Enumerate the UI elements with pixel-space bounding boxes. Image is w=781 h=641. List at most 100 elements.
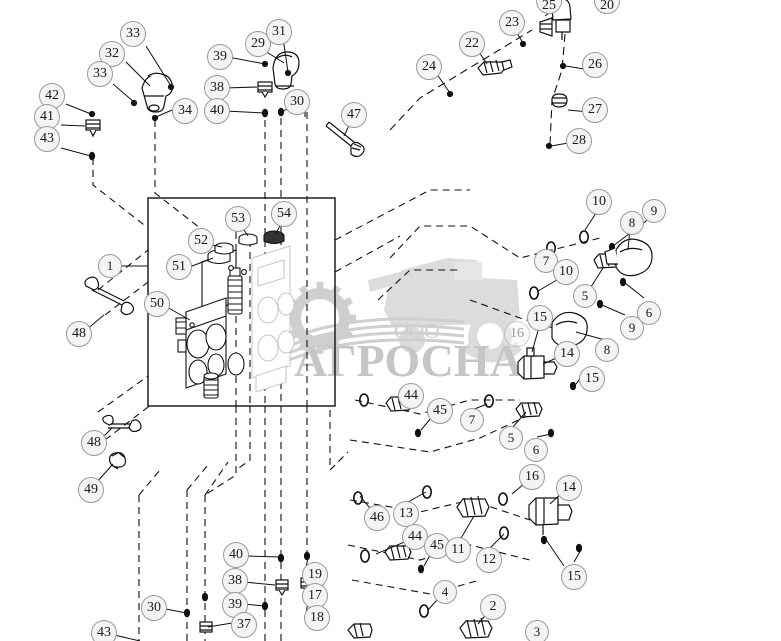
part-adapter-2 [459,617,493,639]
callout-23[interactable]: 23 [499,10,525,36]
callout-33[interactable]: 33 [87,61,113,87]
callout-10[interactable]: 10 [553,259,579,285]
callout-48[interactable]: 48 [66,321,92,347]
part-fitting-bl [347,622,373,639]
callout-17[interactable]: 17 [302,583,328,609]
callout-5[interactable]: 5 [573,284,597,308]
callout-6[interactable]: 6 [524,438,548,462]
part-adapter-5b [515,401,543,418]
oring-45b [417,564,425,574]
leader-42 [65,103,92,115]
part-fitting-27 [551,93,568,108]
oring-10b [528,286,540,300]
part-union-22 [477,59,513,76]
part-bolt-47 [324,121,365,158]
callout-2[interactable]: 2 [480,594,506,620]
callout-38[interactable]: 38 [222,568,248,594]
callout-29[interactable]: 29 [245,31,271,57]
callout-40[interactable]: 40 [204,98,230,124]
callout-18[interactable]: 18 [304,605,330,631]
marker-28 [545,142,553,150]
callout-25[interactable]: 25 [536,0,562,14]
callout-15[interactable]: 15 [527,305,553,331]
callout-53[interactable]: 53 [225,206,251,232]
callout-37[interactable]: 37 [231,612,257,638]
part-elbow-32 [141,72,173,113]
leader-32 [125,61,151,87]
part-adapter-11 [456,495,490,518]
part-elbow-8a [604,238,653,277]
leader-5b [511,411,527,429]
marker-33b [130,99,138,107]
callout-38[interactable]: 38 [204,75,230,101]
marker-26 [559,62,567,70]
callout-40[interactable]: 40 [223,542,249,568]
callout-33[interactable]: 33 [120,21,146,47]
oring-44a [358,393,370,407]
callout-30[interactable]: 30 [284,89,310,115]
callout-5[interactable]: 5 [499,426,523,450]
oring-15c-a [540,535,548,545]
leader-34 [155,109,173,118]
part-valve-14b [528,497,573,535]
callout-4[interactable]: 4 [433,580,457,604]
oring-46 [352,491,364,505]
callout-26[interactable]: 26 [582,52,608,78]
leader-11 [459,515,475,541]
callout-11[interactable]: 11 [445,537,471,563]
callout-15[interactable]: 15 [561,564,587,590]
callout-34[interactable]: 34 [172,98,198,124]
callout-14[interactable]: 14 [554,341,580,367]
oring-45a [414,428,422,438]
callout-44[interactable]: 44 [398,383,424,409]
callout-49[interactable]: 49 [78,477,104,503]
part-bolt-48b [102,414,142,433]
callout-15[interactable]: 15 [579,366,605,392]
callout-52[interactable]: 52 [188,228,214,254]
callout-7[interactable]: 7 [460,408,484,432]
callout-51[interactable]: 51 [166,254,192,280]
leader-9b [601,304,626,316]
callout-9[interactable]: 9 [642,199,666,223]
oring-15b [569,381,577,391]
callout-39[interactable]: 39 [207,44,233,70]
callout-1[interactable]: 1 [98,254,122,278]
callout-8[interactable]: 8 [595,338,619,362]
oring-19 [303,551,311,561]
part-fitting-49 [108,451,127,470]
part-plug-37 [199,621,213,633]
callout-16[interactable]: 16 [504,321,530,347]
callout-9[interactable]: 9 [620,316,644,340]
callout-47[interactable]: 47 [341,102,367,128]
callout-48[interactable]: 48 [81,430,107,456]
callout-10[interactable]: 10 [586,189,612,215]
callout-16[interactable]: 16 [519,464,545,490]
callout-3[interactable]: 3 [525,620,549,641]
callout-44[interactable]: 44 [402,524,428,550]
callout-43[interactable]: 43 [34,126,60,152]
callout-43[interactable]: 43 [91,620,117,641]
leader-40b [244,555,281,558]
callout-28[interactable]: 28 [566,128,592,154]
leader-12 [489,533,505,549]
callout-54[interactable]: 54 [271,201,297,227]
callout-8[interactable]: 8 [620,211,644,235]
callout-12[interactable]: 12 [476,547,502,573]
callout-22[interactable]: 22 [459,31,485,57]
callout-24[interactable]: 24 [416,54,442,80]
callout-45[interactable]: 45 [427,398,453,424]
callout-14[interactable]: 14 [556,475,582,501]
oring-44b [359,549,371,563]
callout-50[interactable]: 50 [144,291,170,317]
callout-31[interactable]: 31 [266,19,292,45]
oring-40b [277,553,285,563]
oring-16b [497,492,509,506]
part-valve-14a [517,347,558,380]
leader-15c [573,549,582,563]
callout-30[interactable]: 30 [141,595,167,621]
leader-15c-b [546,540,565,567]
callout-46[interactable]: 46 [364,505,390,531]
callout-27[interactable]: 27 [582,97,608,123]
